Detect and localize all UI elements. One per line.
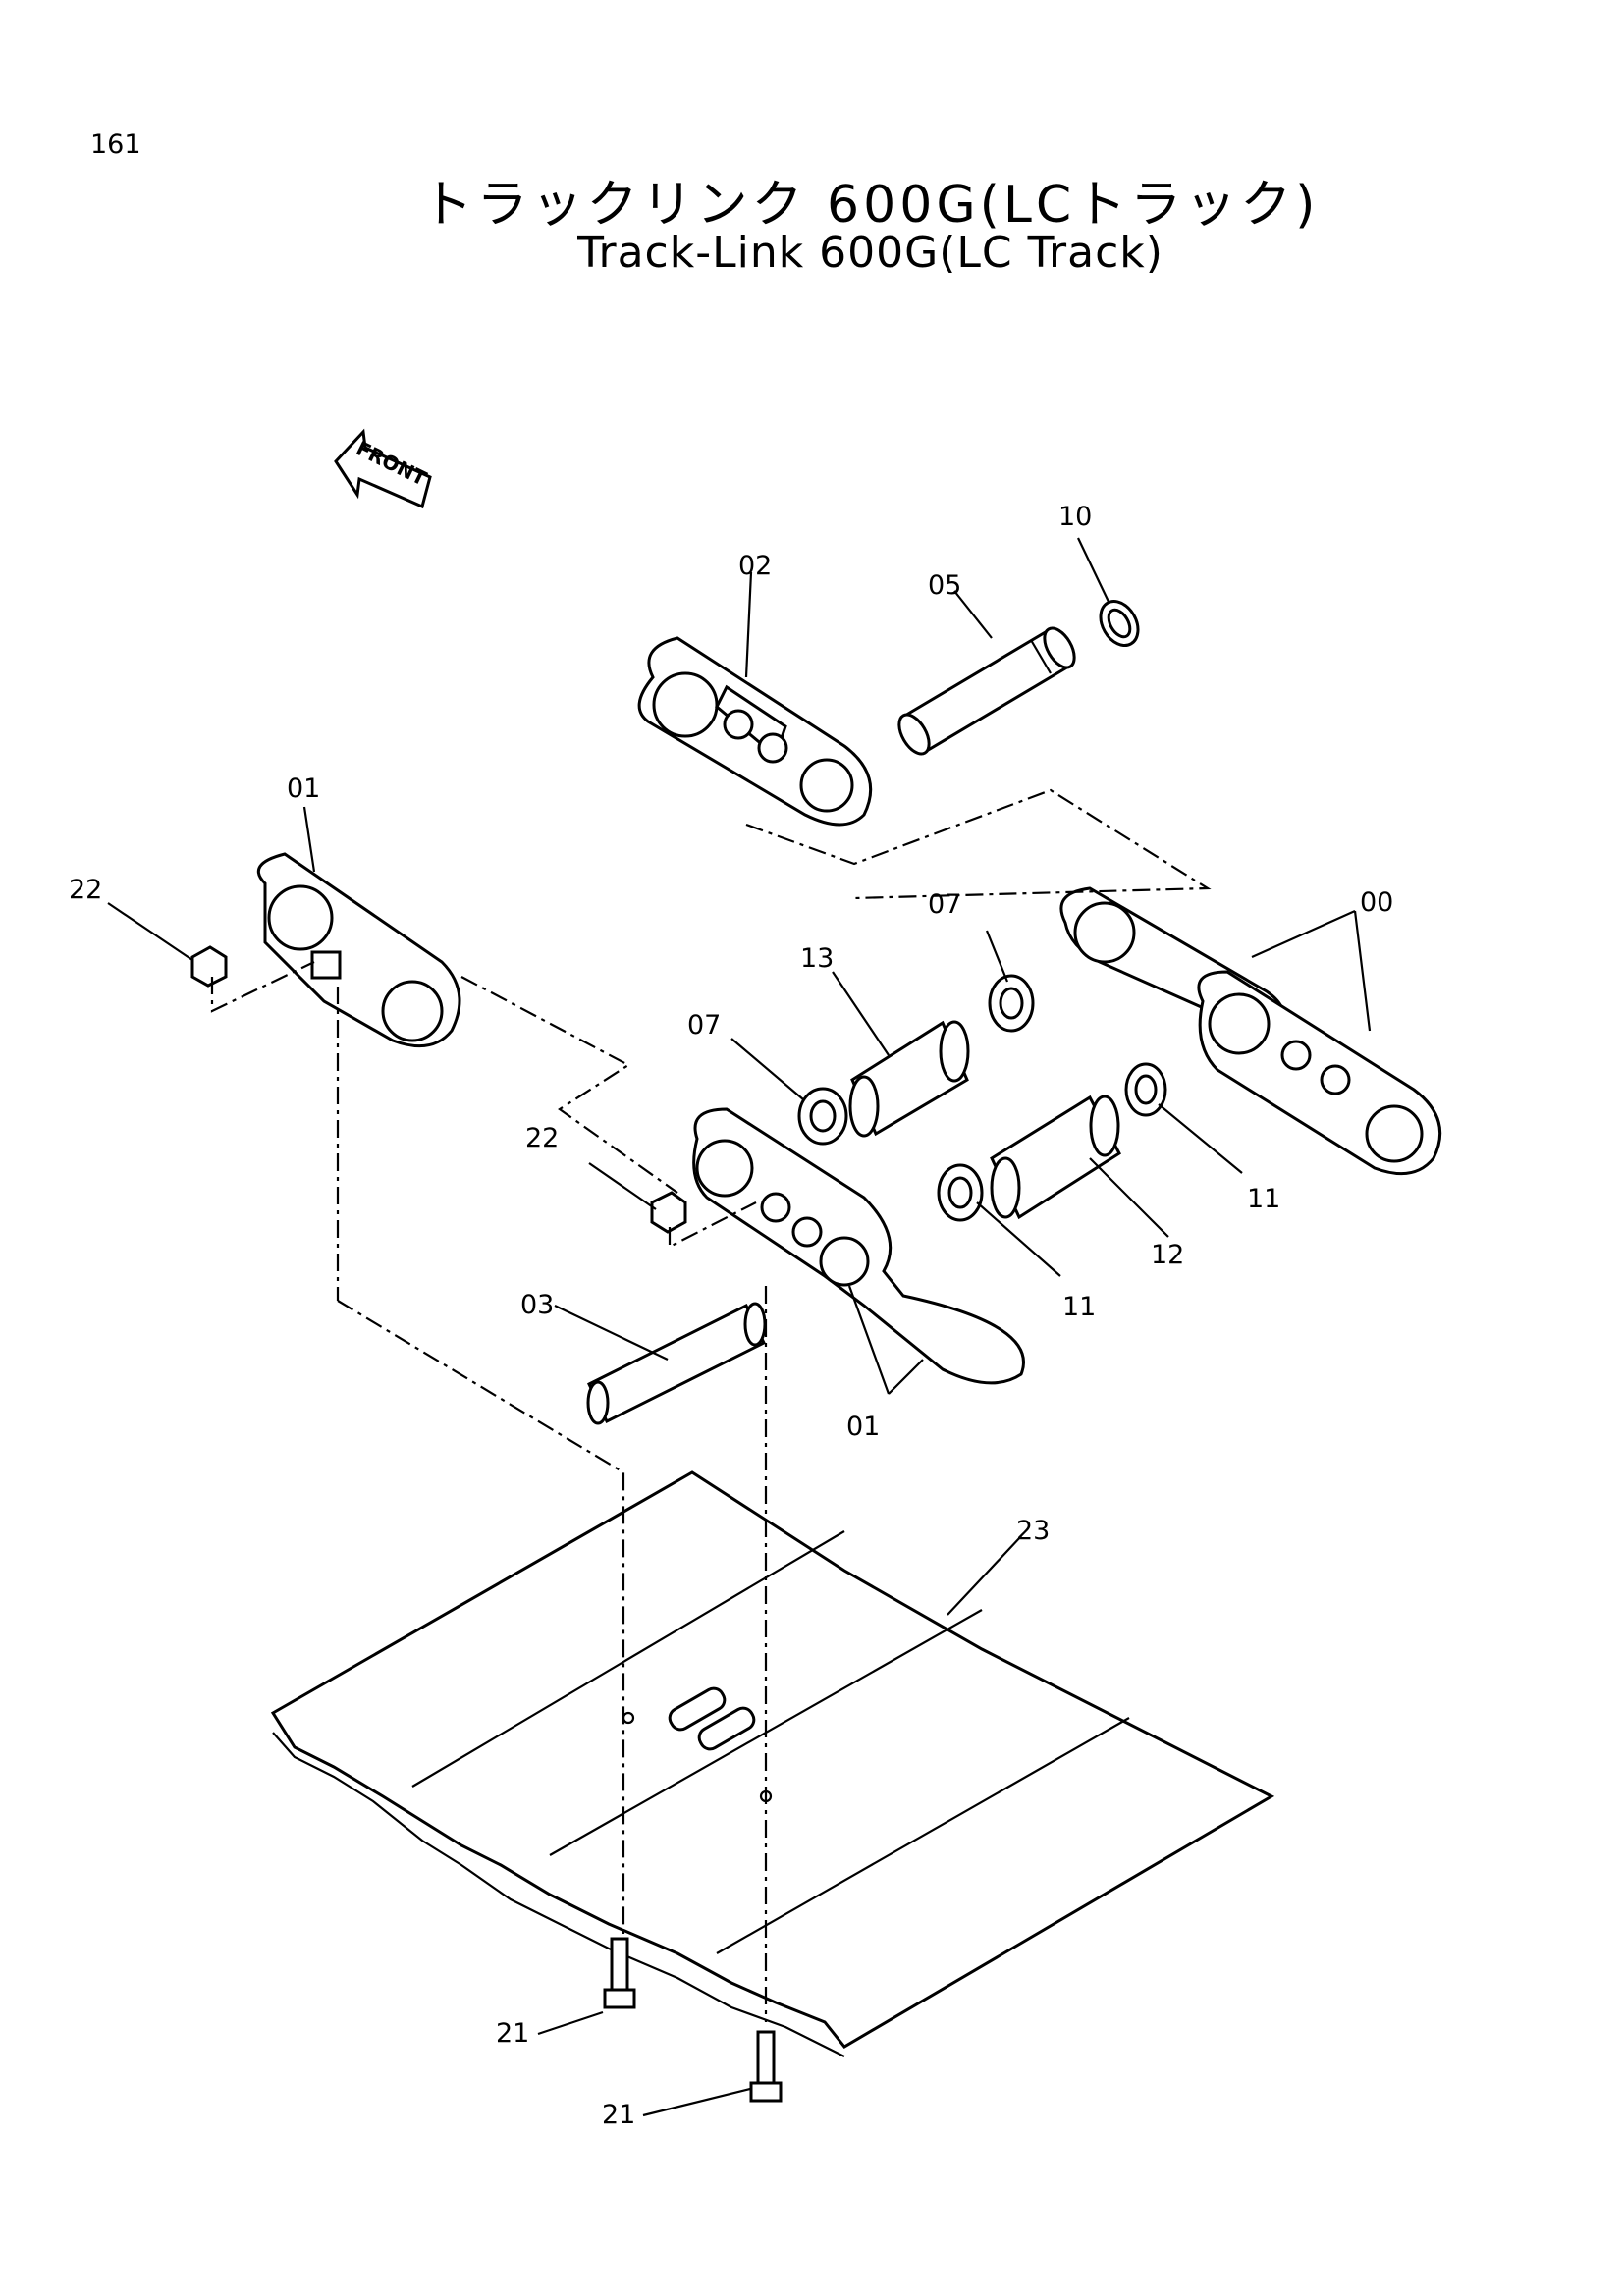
part-22-nut-middle — [650, 1191, 687, 1234]
callout-10: 10 — [1058, 502, 1092, 532]
callout-00: 00 — [1360, 887, 1393, 918]
part-11-seal-left — [937, 1163, 984, 1222]
callout-22-top: 22 — [69, 875, 102, 905]
part-03-pin — [586, 1302, 767, 1425]
part-07-seal-upper — [988, 974, 1035, 1033]
part-00-link-assembly — [1059, 886, 1442, 1176]
part-12-bushing — [990, 1095, 1121, 1220]
title-english: Track-Link 600G(LC Track) — [577, 228, 1163, 278]
page-number: 161 — [90, 130, 141, 160]
part-21-bolt-left — [603, 1937, 636, 2009]
part-01-link-upper — [256, 852, 461, 1048]
title-japanese: トラックリンク 600G(LCトラック) — [421, 176, 1320, 235]
part-21-bolt-right — [749, 2030, 783, 2103]
callout-01-bottom: 01 — [846, 1412, 880, 1442]
callout-01-top: 01 — [287, 774, 320, 804]
leader-lines — [107, 537, 1372, 2117]
callout-12: 12 — [1151, 1240, 1184, 1270]
callout-21-left: 21 — [496, 2018, 529, 2049]
callout-11-left: 11 — [1062, 1292, 1096, 1322]
callout-23: 23 — [1016, 1516, 1050, 1546]
callout-07-lower: 07 — [687, 1010, 721, 1041]
part-23-track-shoe — [270, 1470, 1275, 2057]
part-07-seal-lower — [797, 1087, 848, 1146]
part-22-nut-upper — [190, 945, 228, 988]
part-10-snap-ring — [1099, 600, 1140, 647]
part-01-link-lower — [692, 1107, 1025, 1385]
callout-05: 05 — [928, 570, 961, 601]
callout-22-mid: 22 — [525, 1123, 559, 1153]
callout-21-right: 21 — [602, 2100, 635, 2130]
front-arrow: FRONT — [334, 428, 432, 509]
callout-07-upper: 07 — [928, 889, 961, 920]
callout-03: 03 — [520, 1290, 554, 1320]
callout-11-right: 11 — [1247, 1184, 1280, 1214]
part-13-bushing — [848, 1020, 970, 1138]
part-05-pin — [897, 626, 1076, 756]
part-02-link — [637, 636, 873, 827]
assembly-lines — [210, 788, 1212, 2022]
callout-13: 13 — [800, 943, 834, 974]
part-11-seal-right — [1124, 1062, 1167, 1117]
callout-02: 02 — [738, 551, 772, 581]
